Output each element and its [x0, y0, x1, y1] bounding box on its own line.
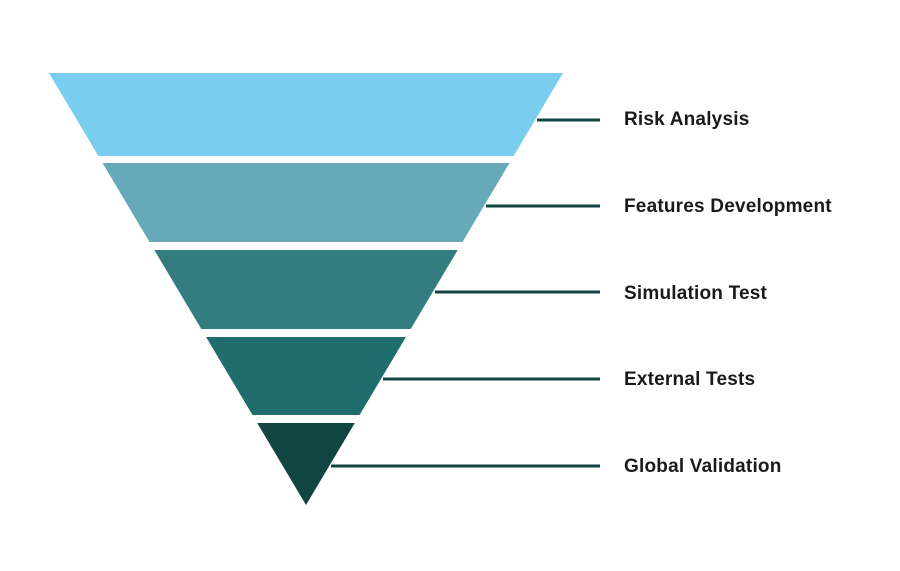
stage-label-external-tests: External Tests — [624, 369, 756, 390]
funnel-band-features-development — [102, 163, 510, 242]
stage-label-features-development: Features Development — [624, 196, 832, 217]
stage-label-global-validation: Global Validation — [624, 456, 782, 477]
funnel-band-global-validation — [257, 423, 355, 505]
funnel-band-risk-analysis — [49, 73, 563, 156]
funnel-band-external-tests — [206, 337, 406, 415]
stage-label-simulation-test: Simulation Test — [624, 283, 768, 304]
stage-label-risk-analysis: Risk Analysis — [624, 109, 750, 130]
funnel-band-simulation-test — [154, 250, 458, 329]
